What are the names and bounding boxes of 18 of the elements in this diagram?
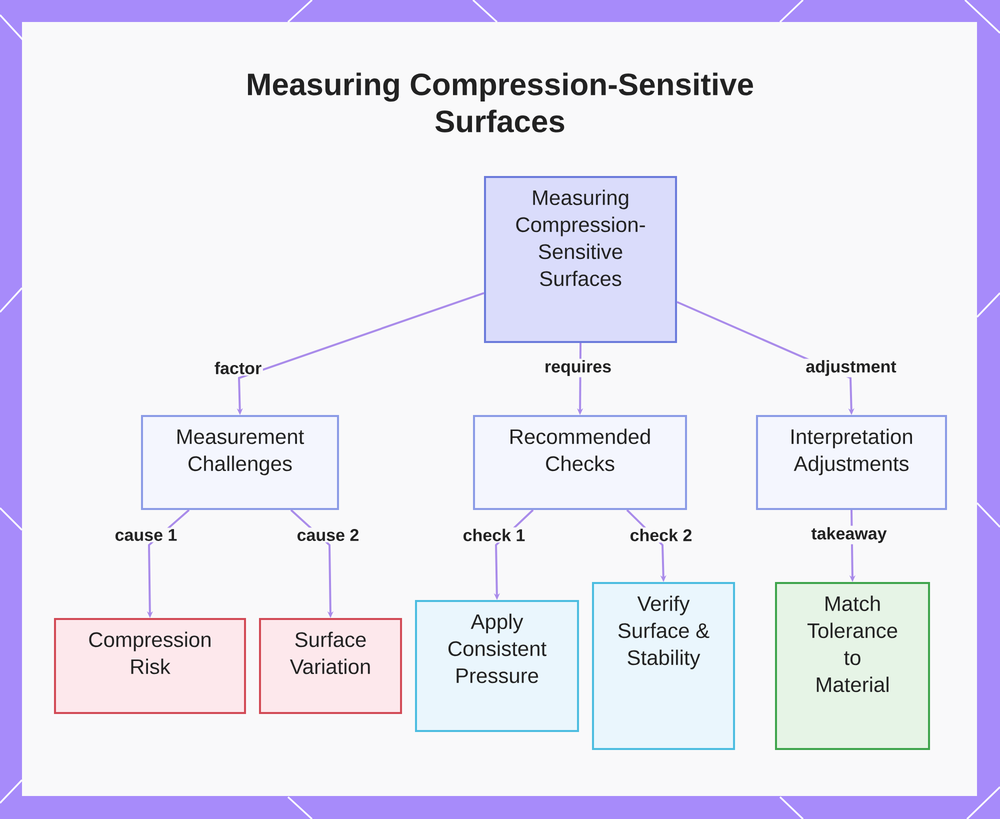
check-box: Verify Surface & Stability: [592, 582, 736, 750]
category-box: Measurement Challenges: [141, 415, 339, 510]
edge-label: factor: [213, 360, 263, 376]
edge-label: cause 2: [295, 528, 361, 542]
edge-label: adjustment: [804, 358, 898, 378]
check-box: Apply Consistent Pressure: [415, 600, 579, 732]
category-box: Interpretation Adjustments: [756, 415, 947, 510]
cause-box: Surface Variation: [259, 618, 402, 714]
topic-box: Measuring Compression-Sensitive Surfaces: [484, 176, 678, 343]
edge-label: takeaway: [810, 526, 888, 544]
edge-label: check 2: [628, 527, 694, 543]
takeaway-box: Match Tolerance to Material: [775, 582, 930, 750]
cause-box: Compression Risk: [54, 618, 246, 714]
edge-label: requires: [543, 358, 613, 378]
title: Measuring Compression-Sensitive Surfaces: [248, 72, 753, 132]
edge-label: cause 1: [113, 528, 179, 542]
edge-label: check 1: [461, 527, 527, 543]
category-box: Recommended Checks: [473, 415, 687, 510]
